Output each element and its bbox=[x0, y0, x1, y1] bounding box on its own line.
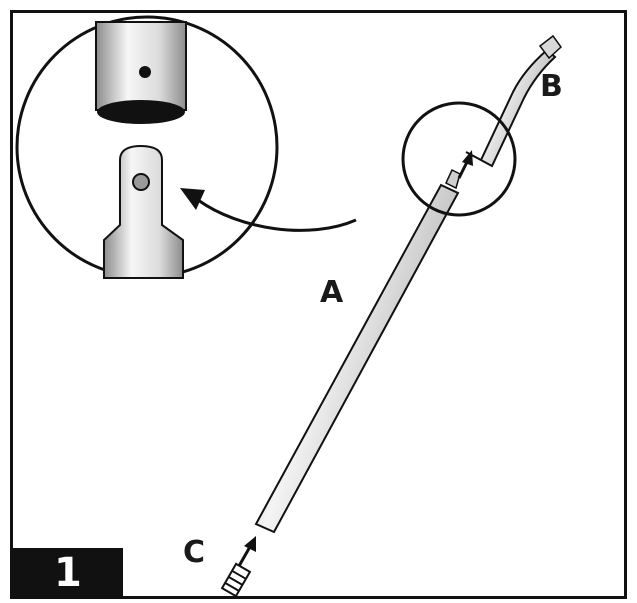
detail-magnified-view bbox=[15, 15, 279, 279]
rod-a bbox=[254, 168, 461, 534]
locking-hole bbox=[139, 66, 151, 78]
part-label-c: C bbox=[183, 535, 206, 570]
rod-b bbox=[465, 34, 563, 168]
step-number-badge: 1 bbox=[10, 548, 123, 599]
insert-arrow-ab bbox=[457, 150, 473, 179]
detail-pointer-arrow bbox=[180, 188, 357, 232]
detail-callout-circle bbox=[401, 101, 517, 217]
part-label-a: A bbox=[320, 275, 344, 310]
part-label-b: B bbox=[540, 69, 563, 104]
spring-button bbox=[132, 173, 150, 191]
end-cap-c bbox=[220, 536, 256, 598]
